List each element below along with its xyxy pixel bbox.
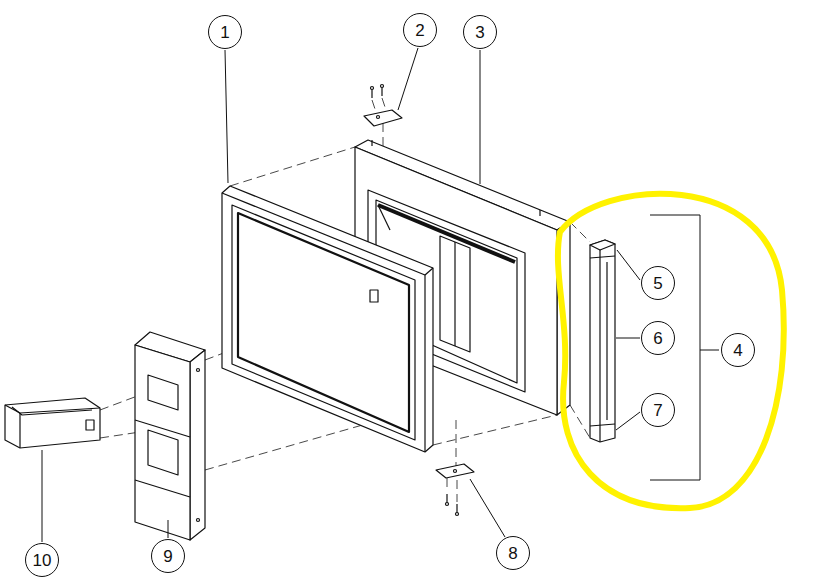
callout-circle: 3 xyxy=(463,15,497,49)
door-body xyxy=(440,236,470,352)
door-bin xyxy=(5,398,100,448)
door-handle xyxy=(590,256,615,258)
gasket-frame xyxy=(222,186,433,452)
handle-bracket xyxy=(700,350,719,351)
callout-circle: 1 xyxy=(208,15,242,49)
assembly-dashes xyxy=(100,98,590,502)
door-bin xyxy=(5,398,100,448)
callout-number: 7 xyxy=(653,402,662,419)
gasket-frame xyxy=(238,213,409,432)
door-handle xyxy=(590,240,615,442)
callout-circle: 6 xyxy=(641,321,675,355)
leader-lines xyxy=(616,412,640,430)
assembly-dashes xyxy=(382,98,386,110)
leader-lines xyxy=(42,450,43,542)
callout-circle: 4 xyxy=(721,333,755,367)
leader-lines xyxy=(480,50,481,184)
callout-number: 8 xyxy=(508,545,517,562)
leader-lines xyxy=(42,48,640,542)
leader-lines xyxy=(470,479,505,537)
hinge-plates xyxy=(371,87,374,90)
callout-circle: 2 xyxy=(403,13,437,47)
door-handle xyxy=(590,240,615,442)
leader-lines xyxy=(398,48,418,110)
gasket-frame xyxy=(370,290,378,302)
hinge-plates xyxy=(446,503,449,506)
assembly-dashes xyxy=(372,100,376,112)
assembly-dashes xyxy=(100,395,140,410)
shelf-bracket xyxy=(197,369,200,372)
hinge-plates xyxy=(377,116,380,119)
leader-lines xyxy=(617,250,640,280)
shelf-bracket xyxy=(135,480,190,497)
door-handle xyxy=(599,248,600,442)
assembly-dashes xyxy=(457,480,458,502)
callout-circle: 5 xyxy=(641,266,675,300)
shelf-bracket xyxy=(190,350,205,540)
callout-circle: 9 xyxy=(151,539,185,573)
assembly-dashes xyxy=(570,222,590,242)
shelf-bracket xyxy=(148,430,178,475)
assembly-dashes xyxy=(433,415,557,445)
callout-circle: 10 xyxy=(25,543,59,577)
highlight-scribble xyxy=(558,194,784,508)
leader-lines xyxy=(225,50,228,183)
door-body xyxy=(539,210,540,216)
shelf-bracket xyxy=(135,345,190,540)
callout-number: 3 xyxy=(475,24,484,41)
door-bin xyxy=(5,405,100,413)
callout-number: 10 xyxy=(33,552,52,569)
door-bin xyxy=(19,413,20,448)
shelf-bracket xyxy=(148,375,178,410)
callout-number: 1 xyxy=(220,24,229,41)
gasket-frame xyxy=(222,186,433,452)
assembly-dashes xyxy=(456,420,457,466)
door-body xyxy=(454,242,455,346)
assembly-dashes xyxy=(447,478,448,492)
leader-lines xyxy=(168,520,169,538)
hinge-plates xyxy=(454,470,457,473)
door-handle xyxy=(606,262,607,420)
hinge-plates xyxy=(364,110,402,126)
assembly-dashes xyxy=(205,420,380,470)
shelf-bracket xyxy=(135,332,205,540)
door-body xyxy=(371,140,372,146)
door-handle xyxy=(590,424,615,426)
callout-number: 9 xyxy=(163,548,172,565)
gasket-frame xyxy=(425,268,433,275)
door-bin xyxy=(12,407,92,415)
assembly-dashes xyxy=(230,147,355,186)
callout-circle: 7 xyxy=(641,393,675,427)
gasket-frame xyxy=(424,275,425,452)
door-handle xyxy=(590,240,615,250)
leader-lines xyxy=(616,338,640,339)
hinge-plates xyxy=(381,85,384,88)
callout-circle: 8 xyxy=(496,536,530,570)
hinge-plates xyxy=(456,513,459,516)
gasket-frame xyxy=(232,205,415,440)
callout-number: 5 xyxy=(653,275,662,292)
hinge-plates xyxy=(436,464,474,478)
assembly-dashes xyxy=(570,405,590,438)
callout-number: 6 xyxy=(653,330,662,347)
shelf-bracket xyxy=(197,519,200,522)
shelf-bracket xyxy=(135,420,190,437)
callout-number: 2 xyxy=(415,22,424,39)
callout-number: 4 xyxy=(733,342,742,359)
door-bin xyxy=(86,420,94,430)
hinge-plates xyxy=(364,85,474,516)
assembly-dashes xyxy=(100,432,140,438)
door-body xyxy=(378,205,390,230)
